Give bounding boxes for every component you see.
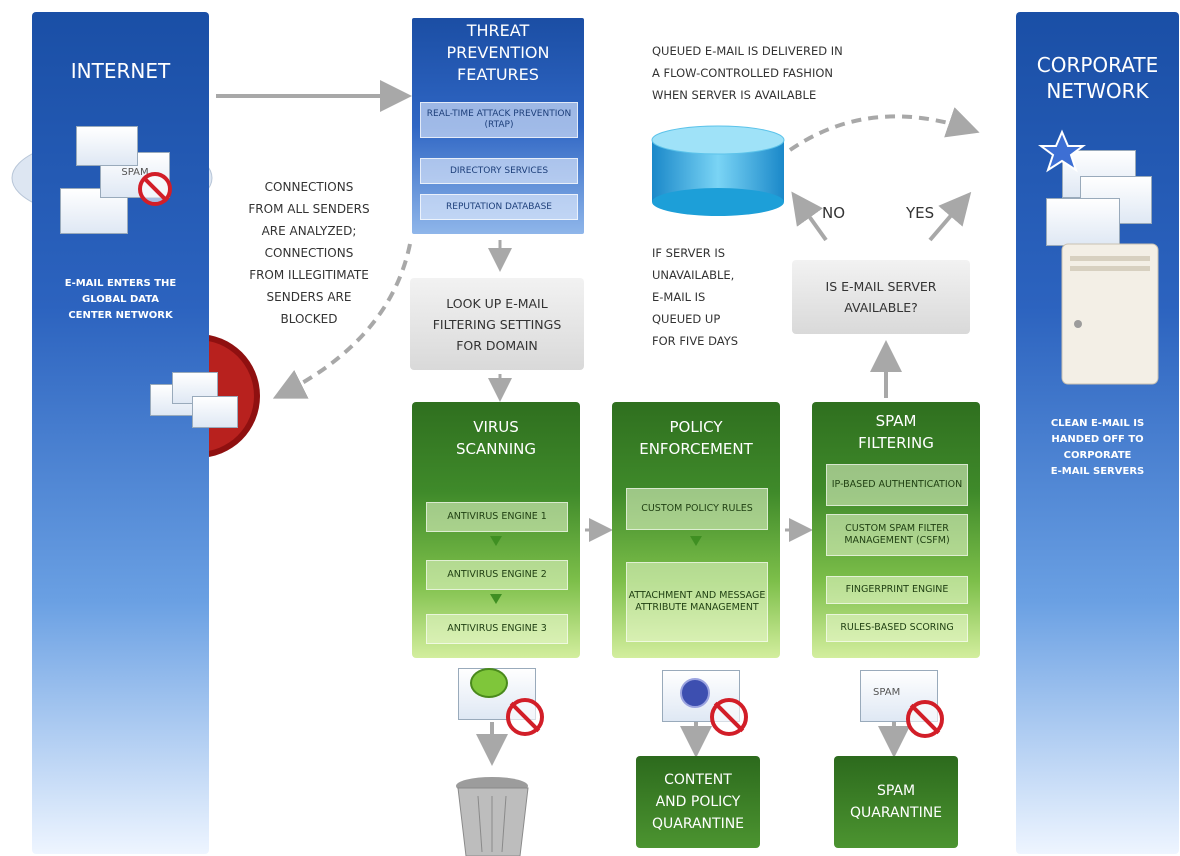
rules-based-scoring: RULES-BASED SCORING bbox=[826, 614, 968, 642]
connections-note: CONNECTIONS FROM ALL SENDERS ARE ANALYZE… bbox=[248, 180, 370, 326]
policy-enforcement-title: POLICY ENFORCEMENT bbox=[639, 418, 753, 458]
lookup-settings-box: LOOK UP E-MAIL FILTERING SETTINGS FOR DO… bbox=[410, 278, 584, 370]
block-icon bbox=[138, 172, 172, 206]
down-arrow-icon bbox=[490, 594, 502, 604]
spam-filtering-title: SPAM FILTERING bbox=[858, 412, 934, 452]
down-arrow-icon bbox=[690, 536, 702, 546]
envelope-icon bbox=[192, 396, 238, 428]
csfm-item: CUSTOM SPAM FILTER MANAGEMENT (CSFM) bbox=[826, 514, 968, 556]
arrow-queue-delivery bbox=[788, 107, 980, 152]
attachment-management: ATTACHMENT AND MESSAGE ATTRIBUTE MANAGEM… bbox=[626, 562, 768, 642]
policy-enforcement-box: POLICY ENFORCEMENT CUSTOM POLICY RULES A… bbox=[612, 402, 780, 658]
antivirus-engine-1: ANTIVIRUS ENGINE 1 bbox=[426, 502, 568, 532]
arrow-yes bbox=[928, 191, 972, 242]
content-policy-quarantine: CONTENT AND POLICY QUARANTINE bbox=[636, 756, 760, 848]
bug-icon bbox=[470, 668, 508, 698]
threat-prevention-title: THREAT PREVENTION FEATURES bbox=[446, 21, 550, 84]
envelope-icon bbox=[76, 126, 138, 166]
virus-scanning-title: VIRUS SCANNING bbox=[456, 418, 536, 458]
threat-prevention-box: THREAT PREVENTION FEATURES REAL-TIME ATT… bbox=[412, 18, 584, 234]
internet-note: E-MAIL ENTERS THE GLOBAL DATA CENTER NET… bbox=[64, 278, 177, 321]
arrow-no bbox=[791, 191, 828, 242]
trash-can-icon bbox=[456, 777, 529, 856]
custom-policy-rules: CUSTOM POLICY RULES bbox=[626, 488, 768, 530]
server-available-check: IS E-MAIL SERVER AVAILABLE? bbox=[792, 260, 970, 334]
yes-label: YES bbox=[906, 204, 935, 222]
queued-note: QUEUED E-MAIL IS DELIVERED IN A FLOW-CON… bbox=[652, 44, 843, 102]
database-icon bbox=[651, 125, 785, 216]
antivirus-engine-2: ANTIVIRUS ENGINE 2 bbox=[426, 560, 568, 590]
arrow-blocked bbox=[272, 243, 412, 399]
directory-services-item: DIRECTORY SERVICES bbox=[420, 158, 578, 184]
spam-quarantine: SPAM QUARANTINE bbox=[834, 756, 958, 848]
block-icon bbox=[506, 698, 544, 736]
policy-seal-icon bbox=[680, 678, 710, 708]
spam-filtering-box: SPAM FILTERING IP-BASED AUTHENTICATION C… bbox=[812, 402, 980, 658]
ip-based-authentication: IP-BASED AUTHENTICATION bbox=[826, 464, 968, 506]
spam-label: SPAM bbox=[873, 687, 901, 698]
rtap-item: REAL-TIME ATTACK PREVENTION (RTAP) bbox=[420, 102, 578, 138]
antivirus-engine-3: ANTIVIRUS ENGINE 3 bbox=[426, 614, 568, 644]
down-arrow-icon bbox=[490, 536, 502, 546]
corporate-title: CORPORATE NETWORK bbox=[1036, 53, 1159, 103]
spam-label: SPAM bbox=[121, 167, 149, 178]
unavailable-note: IF SERVER IS UNAVAILABLE, E-MAIL IS QUEU… bbox=[652, 246, 739, 348]
envelope-icon: SPAM bbox=[860, 670, 938, 722]
block-icon bbox=[906, 700, 944, 738]
reputation-database-item: REPUTATION DATABASE bbox=[420, 194, 578, 220]
corporate-note: CLEAN E-MAIL IS HANDED OFF TO CORPORATE … bbox=[1050, 418, 1145, 477]
internet-title: INTERNET bbox=[70, 59, 171, 83]
virus-scanning-box: VIRUS SCANNING ANTIVIRUS ENGINE 1 ANTIVI… bbox=[412, 402, 580, 658]
fingerprint-engine: FINGERPRINT ENGINE bbox=[826, 576, 968, 604]
no-label: NO bbox=[822, 204, 846, 222]
block-icon bbox=[710, 698, 748, 736]
